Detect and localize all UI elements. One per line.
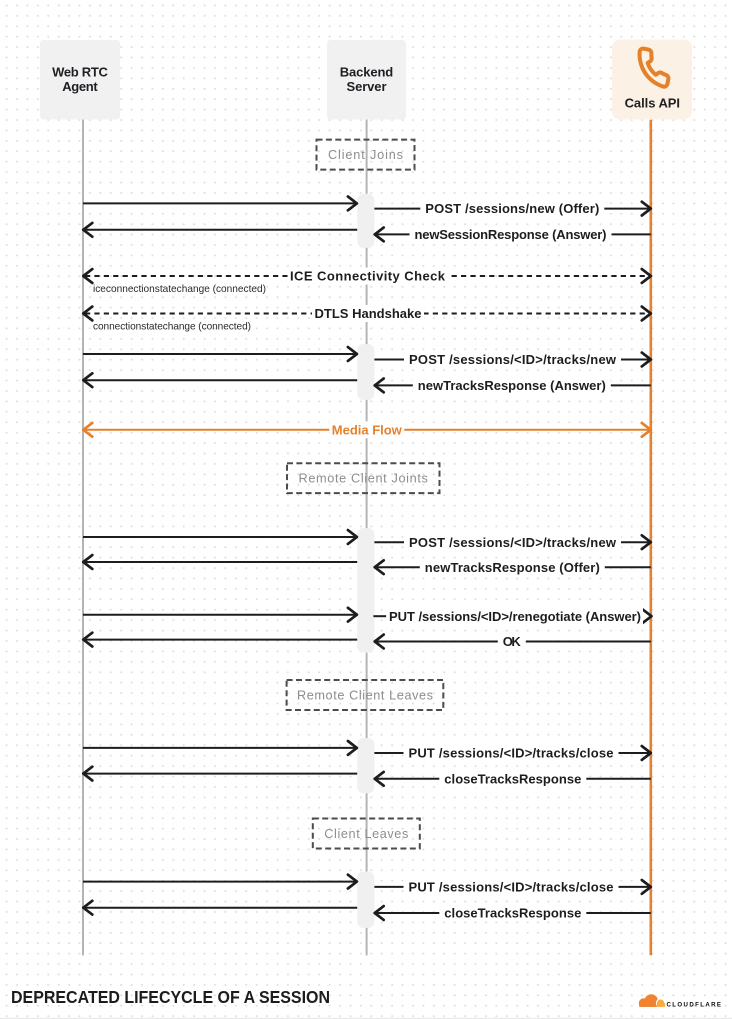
svg-text:Web RTC: Web RTC <box>52 65 108 80</box>
svg-text:POST /sessions/<ID>/tracks/new: POST /sessions/<ID>/tracks/new <box>409 535 617 550</box>
svg-text:Remote Client Joints: Remote Client Joints <box>299 472 428 486</box>
svg-text:Calls API: Calls API <box>625 96 680 111</box>
svg-text:closeTracksResponse: closeTracksResponse <box>444 906 581 921</box>
svg-text:DTLS Handshake: DTLS Handshake <box>315 306 422 321</box>
svg-text:newSessionResponse (Answer): newSessionResponse (Answer) <box>415 227 607 242</box>
svg-text:Remote Client Leaves: Remote Client Leaves <box>297 689 433 703</box>
svg-text:PUT /sessions/<ID>/tracks/clos: PUT /sessions/<ID>/tracks/close <box>409 746 614 761</box>
svg-text:Server: Server <box>347 79 387 94</box>
svg-text:Client Joins: Client Joins <box>328 148 403 162</box>
svg-text:iceconnectionstatechange (conn: iceconnectionstatechange (connected) <box>93 284 266 295</box>
svg-text:PUT /sessions/<ID>/renegotiate: PUT /sessions/<ID>/renegotiate (Answer) <box>389 609 641 624</box>
svg-text:PUT /sessions/<ID>/tracks/clos: PUT /sessions/<ID>/tracks/close <box>409 880 614 895</box>
svg-text:Agent: Agent <box>62 79 98 94</box>
svg-text:Media Flow: Media Flow <box>332 422 403 437</box>
svg-text:newTracksResponse (Answer): newTracksResponse (Answer) <box>418 378 606 393</box>
svg-text:POST /sessions/<ID>/tracks/new: POST /sessions/<ID>/tracks/new <box>409 352 617 367</box>
svg-text:DEPRECATED LIFECYCLE OF A SESS: DEPRECATED LIFECYCLE OF A SESSION <box>11 987 330 1007</box>
svg-text:Backend: Backend <box>340 65 394 80</box>
svg-text:connectionstatechange (connect: connectionstatechange (connected) <box>93 321 251 332</box>
svg-text:POST /sessions/new (Offer): POST /sessions/new (Offer) <box>425 201 599 216</box>
svg-text:ICE Connectivity Check: ICE Connectivity Check <box>290 269 446 284</box>
svg-text:newTracksResponse (Offer): newTracksResponse (Offer) <box>425 560 600 575</box>
svg-text:OK: OK <box>503 634 522 649</box>
svg-text:Client Leaves: Client Leaves <box>324 827 408 841</box>
svg-text:closeTracksResponse: closeTracksResponse <box>444 771 581 786</box>
